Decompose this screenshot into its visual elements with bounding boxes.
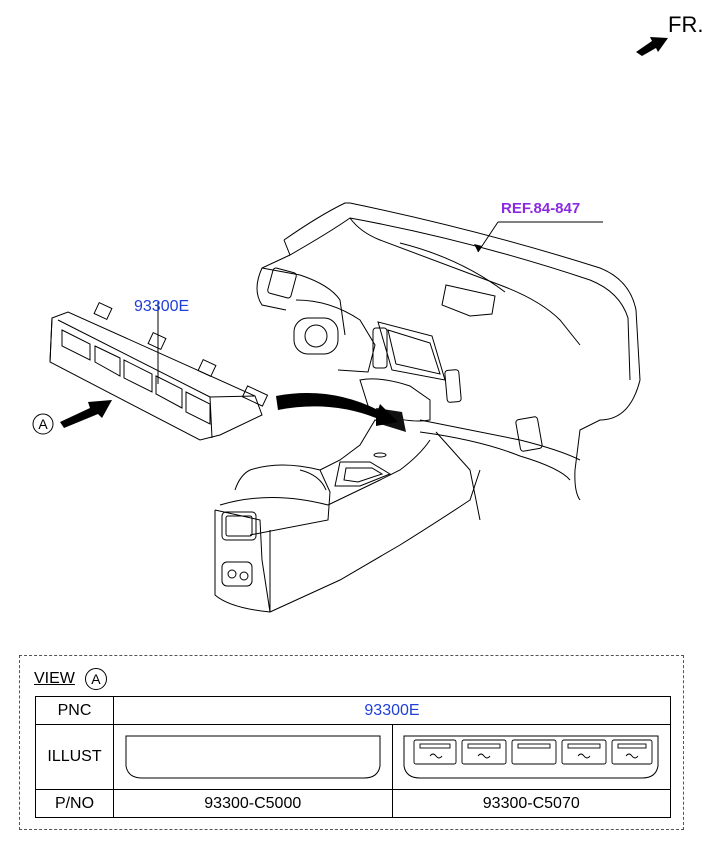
part-number-callout[interactable]: 93300E (134, 298, 190, 315)
view-a-arrow-icon (60, 400, 112, 428)
seat-heater-switch-assembly (49, 301, 269, 441)
illust-header: ILLUST (35, 724, 114, 790)
view-a-marker-label: A (38, 416, 48, 432)
pno-value-2[interactable]: 93300-C5070 (391, 789, 671, 818)
exploded-diagram: FR. REF.84-847 93300E A (32, 12, 704, 613)
pnc-value[interactable]: 93300E (113, 696, 671, 725)
part-spec-table: PNC 93300E ILLUST (35, 696, 671, 818)
pnc-row: PNC 93300E (35, 696, 671, 725)
switch-panel-illustration (403, 735, 659, 779)
front-direction-arrow-icon (636, 37, 668, 56)
installation-arrow-icon (276, 393, 398, 426)
ref-leader-line (477, 221, 603, 253)
view-a-marker-circle (32, 413, 54, 435)
pno-header: P/NO (35, 789, 114, 818)
pno-value-1[interactable]: 93300-C5000 (113, 789, 393, 818)
view-title-text: VIEW (34, 670, 75, 688)
view-title: VIEW A (34, 668, 107, 690)
view-a-panel: VIEW A PNC 93300E ILLUST (19, 655, 684, 830)
blank-panel-illustration (125, 735, 381, 779)
diagram-drawing (32, 37, 668, 613)
view-marker-badge: A (84, 668, 107, 690)
illust-blank-panel (113, 724, 393, 790)
reference-label[interactable]: REF.84-847 (501, 200, 581, 217)
front-direction-label: FR. (668, 12, 704, 37)
illust-row: ILLUST (35, 724, 671, 790)
dashboard-drawing (256, 202, 641, 521)
illust-switch-panel (391, 724, 671, 790)
pnc-header: PNC (35, 696, 114, 725)
pno-row: P/NO 93300-C5000 93300-C5070 (35, 789, 671, 818)
center-console-drawing (214, 419, 481, 613)
